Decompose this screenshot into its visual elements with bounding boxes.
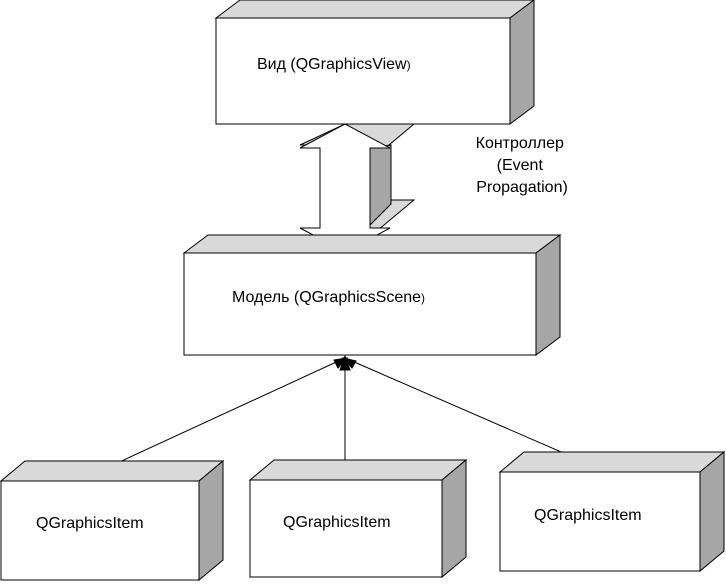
- model-box-label: Модель (QGraphicsScene): [232, 289, 425, 306]
- model-box-front: [183, 252, 537, 356]
- controller-label-line1: Контроллер: [476, 135, 564, 152]
- controller-label: Контроллер (Event Propagation): [476, 135, 569, 196]
- view-box-front: [215, 17, 511, 125]
- item-box-2-top: [248, 459, 468, 481]
- model-box-top: [182, 234, 562, 254]
- item-box-3: QGraphicsItem: [498, 450, 726, 573]
- item-box-3-side: [699, 450, 725, 573]
- item-arrows: [101, 354, 599, 478]
- arrowhead-model-left: [333, 357, 349, 369]
- item-box-1-front: [0, 480, 200, 581]
- item-box-2: QGraphicsItem: [248, 458, 468, 579]
- item-box-2-label: QGraphicsItem: [283, 514, 391, 531]
- item-box-3-top: [498, 451, 726, 473]
- item-box-3-front: [499, 471, 701, 572]
- arrow-item3-to-model: [344, 357, 599, 469]
- arrow-item1-to-model: [101, 357, 346, 471]
- controller-label-line2: (Event: [497, 157, 544, 174]
- model-box-side: [535, 234, 561, 356]
- model-box: Модель (QGraphicsScene): [182, 234, 562, 356]
- controller-label-line3: Propagation): [476, 179, 568, 196]
- item-box-1-side: [198, 459, 224, 582]
- item-box-1: QGraphicsItem: [0, 459, 225, 582]
- item-box-2-side: [441, 458, 467, 579]
- item-box-3-label: QGraphicsItem: [534, 507, 642, 524]
- item-box-1-top: [0, 460, 225, 482]
- view-box-label: Вид (QGraphicsView): [257, 56, 411, 73]
- view-box-top: [214, 0, 535, 19]
- controller-arrow: [299, 123, 416, 253]
- item-box-1-label: QGraphicsItem: [36, 515, 144, 532]
- arrowhead-model-right: [341, 357, 357, 369]
- view-box-side: [509, 0, 535, 125]
- item-box-2-front: [249, 479, 443, 578]
- view-box: Вид (QGraphicsView): [214, 0, 535, 125]
